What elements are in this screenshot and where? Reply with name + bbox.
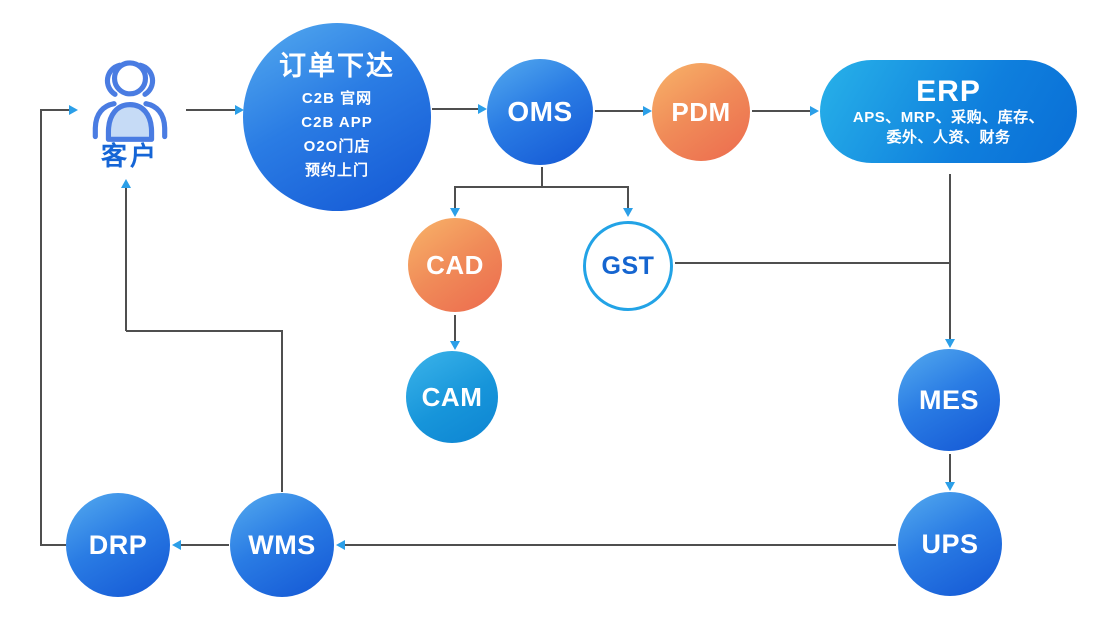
customer-node: 客户 [80,54,180,176]
cad-node: CAD [408,218,502,312]
order-title: 订单下达 [279,51,395,81]
connector-wms-loop-vertical-lower [281,331,283,492]
oms-node: OMS [487,59,593,165]
arrowhead-ups-to-wms [336,540,345,550]
front-person-head [111,60,149,97]
front-person-body [105,102,155,142]
arrowhead-drp-to-customer [69,105,78,115]
arrowhead-order-to-oms [478,104,487,114]
order-channel-c2b-app: C2B APP [301,114,373,131]
connector-oms-to-pdm [595,110,643,112]
mes-node: MES [898,349,1000,451]
customer-group-icon [92,60,168,142]
back-person-right-head [137,62,156,97]
connector-wms-to-drp [181,544,229,546]
connector-oms-branch-stub [541,167,543,187]
connector-drp-loop-top [41,109,69,111]
order-channel-appointment: 预约上门 [304,162,369,179]
connector-mes-to-ups [949,454,951,482]
connector-ups-to-wms [345,544,896,546]
order-placement-node: 订单下达 C2B 官网 C2B APP O2O门店 预约上门 [243,23,431,211]
drp-node: DRP [66,493,170,597]
order-channel-c2b-web: C2B 官网 [301,90,373,107]
erp-title: ERP [916,74,981,108]
arrowhead-wms-to-drp [172,540,181,550]
arrowhead-pdm-to-erp [810,106,819,116]
connector-oms-branch-horizontal [454,186,629,188]
arrowhead-oms-to-pdm [643,106,652,116]
connector-branch-to-cad [454,186,456,208]
arrowhead-customer-to-order [235,105,244,115]
arrowhead-to-gst [623,208,633,217]
cam-node: CAM [406,351,498,443]
back-person-left-body [92,101,117,140]
connector-wms-loop-horizontal [126,330,283,332]
connector-order-to-oms [432,108,478,110]
erp-modules-line2: 委外、人资、财务 [886,128,1011,146]
connector-customer-to-order [186,109,235,111]
pdm-node: PDM [652,63,750,161]
connector-branch-to-gst [627,186,629,208]
customer-label: 客户 [100,141,159,171]
gst-node: GST [583,221,673,311]
connector-drp-loop-vertical [40,109,42,546]
connector-pdm-to-erp [752,110,810,112]
back-person-left-head [104,62,123,97]
arrowhead-cad-to-cam [450,341,460,350]
connector-wms-loop-vertical-upper [125,188,127,331]
connector-cad-to-cam [454,315,456,341]
arrowhead-wms-to-customer [121,179,131,188]
erp-modules-line1: APS、MRP、采购、库存、 [852,108,1045,126]
ups-node: UPS [898,492,1002,596]
order-channel-o2o-store: O2O门店 [303,138,371,155]
connector-erp-to-mes [949,174,951,339]
arrowhead-to-cad [450,208,460,217]
arrowhead-mes-to-ups [945,482,955,491]
erp-node: ERP APS、MRP、采购、库存、 委外、人资、财务 [820,60,1077,163]
wms-node: WMS [230,493,334,597]
back-person-right-body [143,101,168,140]
connector-gst-to-trunk [675,262,951,264]
arrowhead-erp-to-mes [945,339,955,348]
connector-drp-loop-bottom [41,544,66,546]
